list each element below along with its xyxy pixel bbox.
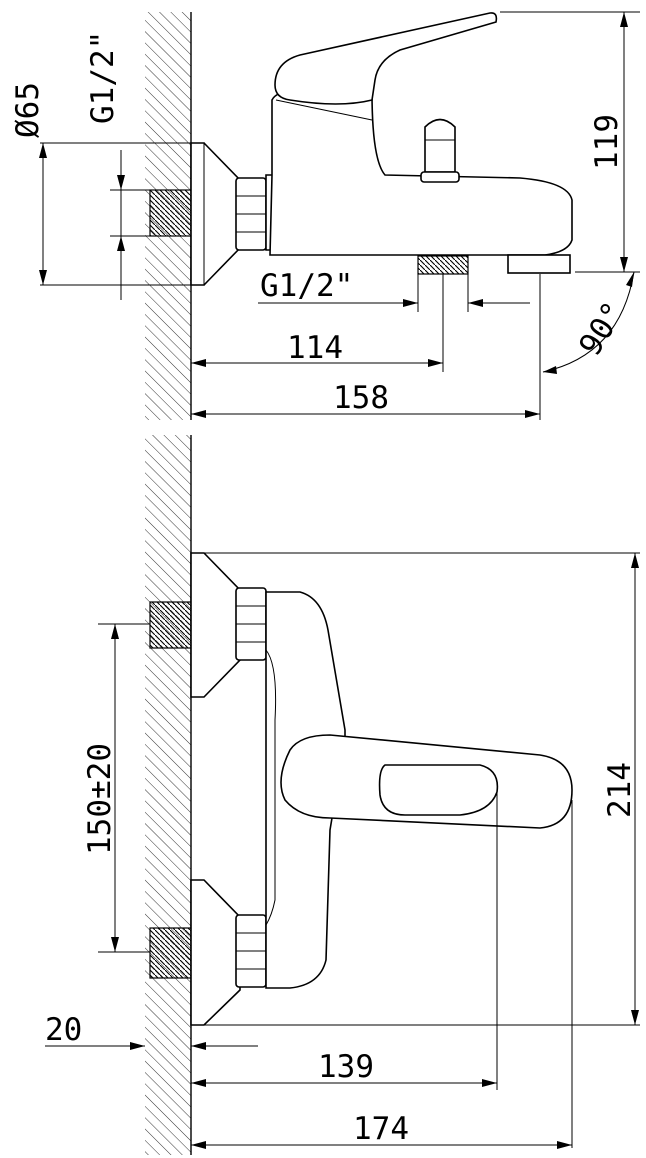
dim-thread-outlet: G1/2" (260, 268, 353, 304)
dim-height-214: 214 (602, 762, 638, 818)
wall-hatching-bottom (145, 435, 191, 1155)
dim-angle: 90° (572, 296, 632, 363)
dim-wall-20: 20 (45, 1012, 82, 1048)
dim-spacing: 150±20 (82, 743, 118, 855)
escutcheon-lower (190, 879, 241, 1026)
dim-139: 139 (318, 1049, 374, 1085)
side-view: Ø65 G1/2" G1/2" 114 158 119 90° (10, 11, 640, 420)
wall-thread-lower (149, 927, 193, 979)
dim-114: 114 (287, 330, 343, 366)
dim-height-119: 119 (589, 114, 625, 170)
wall-thread-upper (149, 601, 193, 649)
diverter-knob-top (424, 118, 456, 173)
dim-158: 158 (333, 380, 389, 416)
dim-diameter: Ø65 (10, 82, 46, 138)
lever-grip-front (378, 764, 499, 816)
wall-thread-top (149, 189, 193, 237)
escutcheon-top (190, 142, 241, 286)
shower-outlet-top (417, 255, 469, 275)
dim-thread-wall: G1/2" (85, 31, 121, 124)
dim-174: 174 (353, 1111, 409, 1147)
spout-outlet-top (507, 254, 571, 274)
front-view: 150±20 214 20 139 174 (45, 435, 640, 1155)
lever-handle-top (274, 12, 498, 105)
escutcheon-upper (190, 552, 241, 698)
